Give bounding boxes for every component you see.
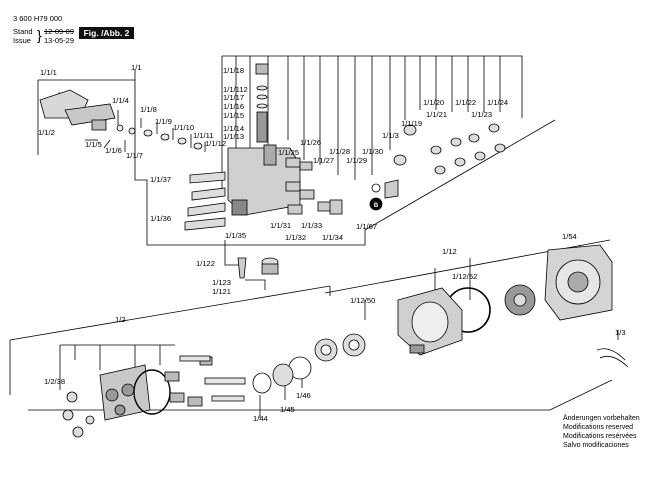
label-1-121: 1/121 [212, 287, 231, 296]
label-1-1-2: 1/1/2 [38, 128, 55, 137]
label-1-1-25: 1/1/25 [278, 148, 299, 157]
label-1-1-1: 1/1/1 [40, 68, 57, 77]
label-1-1-22: 1/1/22 [455, 98, 476, 107]
note-de: Änderungen vorbehalten [563, 415, 640, 422]
label-1-2-38: 1/2/38 [44, 377, 65, 386]
figure-badge: Fig. /Abb. 2 [79, 27, 134, 39]
label-1-1-23: 1/1/23 [471, 110, 492, 119]
label-1-1-6: 1/1/6 [105, 146, 122, 155]
marker-b: B [374, 203, 379, 209]
label-1-1-36: 1/1/36 [150, 214, 171, 223]
label-1-1-5: 1/1/5 [85, 140, 102, 149]
label-1-1-15: 1/1/15 [223, 111, 244, 120]
label-1-1-29: 1/1/29 [346, 156, 367, 165]
label-1-1-35: 1/1/35 [225, 231, 246, 240]
stand-label: Stand [13, 27, 33, 36]
label-1-1-10: 1/1/10 [173, 123, 194, 132]
label-1-1-34: 1/1/34 [322, 233, 343, 242]
label-1-3: 1/3 [615, 328, 626, 337]
label-1-12-50: 1/12/50 [350, 296, 375, 305]
label-1-1-17: 1/1/17 [223, 93, 244, 102]
label-1-1-3: 1/1/3 [382, 131, 399, 140]
label-1-12: 1/12 [442, 247, 457, 256]
label-1-1-31: 1/1/31 [270, 221, 291, 230]
date-new: 13-05-29 [44, 36, 75, 45]
label-1-1-32: 1/1/32 [285, 233, 306, 242]
label-1-1-12: 1/1/12 [205, 139, 226, 148]
note-es: Salvo modificaciones [563, 442, 629, 449]
note-fr: Modifications resérvées [563, 433, 637, 440]
label-1-1-13: 1/1/13 [223, 132, 244, 141]
label-1-122: 1/122 [196, 259, 215, 268]
label-1-2: 1/2 [115, 315, 126, 324]
label-1-1-20: 1/1/20 [423, 98, 444, 107]
label-1-123: 1/123 [212, 278, 231, 287]
label-1-1-18: 1/1/18 [223, 66, 244, 75]
assembly-frame-lower [9, 285, 331, 341]
label-1-46: 1/46 [296, 391, 311, 400]
label-1-1-28: 1/1/28 [329, 147, 350, 156]
part-number: 3 600 H79 000 [13, 14, 63, 23]
label-1-45: 1/45 [280, 405, 295, 414]
label-1-1-16: 1/1/16 [223, 102, 244, 111]
label-1-1-21: 1/1/21 [426, 110, 447, 119]
assembly-frame-top [222, 55, 523, 118]
label-1-1-33: 1/1/33 [301, 221, 322, 230]
label-1-1: 1/1 [131, 63, 142, 72]
label-1-1-7: 1/1/7 [126, 151, 143, 160]
label-1-1-19: 1/1/19 [401, 119, 422, 128]
label-1-1-37: 1/1/37 [150, 175, 171, 184]
issue-label: Issue [13, 36, 31, 45]
label-1-1-8: 1/1/8 [140, 105, 157, 114]
label-1-44: 1/44 [253, 414, 268, 423]
date-old: 12-09-09 [44, 27, 75, 36]
label-1-1-30: 1/1/30 [362, 147, 383, 156]
label-1-1-14: 1/1/14 [223, 124, 244, 133]
assembly-frame-1-1 [38, 79, 556, 246]
marker-b-circle [369, 197, 383, 211]
label-1-1-9: 1/1/9 [155, 117, 172, 126]
label-1-1-24: 1/1/24 [487, 98, 508, 107]
label-1-1-27: 1/1/27 [313, 156, 334, 165]
label-1-1-112: 1/1/112 [223, 85, 248, 94]
label-1-1-4: 1/1/4 [112, 96, 129, 105]
label-1-1-11: 1/1/11 [193, 131, 214, 140]
brace: } [37, 27, 42, 43]
modification-notes: Änderungen vorbehalten Modifications res… [563, 414, 640, 450]
note-en: Modifications reserved [563, 424, 634, 431]
label-1-1-67: 1/1/67 [356, 222, 377, 231]
label-1-12-52: 1/12/52 [452, 272, 477, 281]
label-1-54: 1/54 [562, 232, 577, 241]
parts-drawings [39, 63, 629, 438]
label-1-1-26: 1/1/26 [300, 138, 321, 147]
